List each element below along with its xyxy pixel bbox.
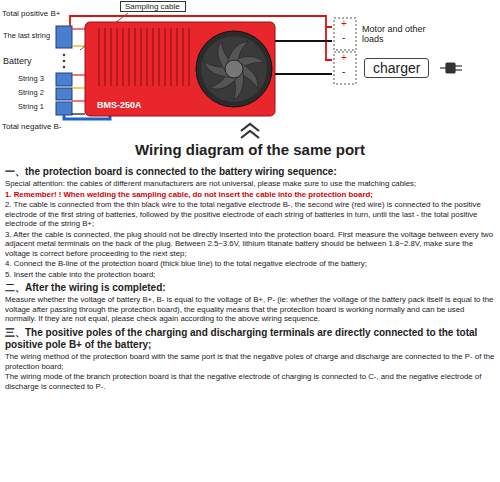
ellipsis-dot xyxy=(63,54,65,56)
node-text: charger xyxy=(364,58,429,78)
note-text: The wiring method of the protection boar… xyxy=(5,352,495,371)
bms-board: BMS-250A xyxy=(85,22,275,116)
charger-box: charger xyxy=(332,52,431,84)
battery-cells xyxy=(56,26,72,115)
section-heading: 三、The positive poles of the charging and… xyxy=(5,327,495,351)
battery-cell xyxy=(56,88,72,100)
bms-board xyxy=(85,22,275,116)
ellipsis-dot xyxy=(63,66,65,68)
terminal-box xyxy=(334,18,356,50)
heat-sink xyxy=(95,28,191,86)
chevron xyxy=(241,124,259,138)
sampling-wires xyxy=(72,29,85,114)
ellipsis-dot xyxy=(63,60,65,62)
load-box: Motor and other loads xyxy=(332,18,453,50)
plug-icon xyxy=(440,63,462,73)
note-text: 5. Insert the cable into the protection … xyxy=(5,270,495,280)
node-text: Motor and other loads xyxy=(362,24,442,45)
fan xyxy=(196,31,272,107)
polarity-sign: + xyxy=(341,53,347,63)
note-text: 2. The cable is connected from the thin … xyxy=(5,200,495,229)
polarity-sign: - xyxy=(342,67,345,77)
node-text: Sampling cable xyxy=(125,2,180,11)
section-heading: 二、After the wiring is completed: xyxy=(5,282,495,294)
polarity-sign: - xyxy=(342,33,345,43)
note-text: 3. After the cable is connected, the plu… xyxy=(5,230,495,259)
cell-label: The last string xyxy=(3,32,50,40)
note-text: 4. Connect the B-line of the protection … xyxy=(5,259,495,269)
section-heading: 一、the protection board is connected to t… xyxy=(5,166,495,178)
battery-cell xyxy=(56,73,72,86)
battery-cell xyxy=(56,102,72,115)
part-label: Battery xyxy=(3,57,32,66)
terminal-label: Total negative B- xyxy=(2,123,62,131)
callout-box: Sampling cable xyxy=(120,1,186,12)
note-text: Special attention: the cables of differe… xyxy=(5,179,495,189)
cell-label: String 3 xyxy=(18,75,44,83)
terminal-label: Total positive B+ xyxy=(2,10,60,18)
wire xyxy=(275,40,332,42)
cell-label: String 1 xyxy=(18,103,44,111)
terminal-box xyxy=(334,52,356,84)
instructions: 一、the protection board is connected to t… xyxy=(5,163,495,392)
node-text: BMS-250A xyxy=(97,100,142,110)
note-text: The wiring mode of the branch protection… xyxy=(5,372,495,391)
title: Wiring diagram of the same port xyxy=(0,141,500,158)
battery-cell xyxy=(56,26,72,48)
note-text: 1. Remember! ! When welding the sampling… xyxy=(5,190,495,200)
cell-label: String 2 xyxy=(18,89,44,97)
polarity-sign: + xyxy=(341,19,347,29)
wire xyxy=(275,73,332,75)
note-text: Measure whether the voltage of battery B… xyxy=(5,295,495,324)
